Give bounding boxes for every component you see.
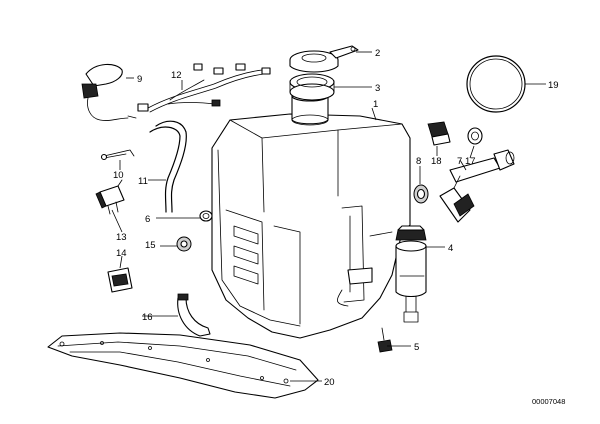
- callout-16: 16: [142, 312, 153, 323]
- callout-1: 1: [373, 99, 378, 110]
- holder-bracket: [177, 293, 211, 337]
- callout-8: 8: [416, 156, 421, 167]
- cable-clip: [100, 149, 135, 161]
- callout-20: 20: [324, 377, 335, 388]
- callout-6: 6: [145, 214, 150, 225]
- filler-sealing-ring: [289, 73, 335, 101]
- callout-11: 11: [138, 176, 148, 187]
- callout-5: 5: [414, 342, 419, 353]
- washer-hose: [149, 120, 187, 213]
- level-sensor: [439, 149, 515, 223]
- callout-3: 3: [375, 83, 380, 94]
- callout-9: 9: [137, 74, 142, 85]
- callout-19: 19: [548, 80, 559, 91]
- document-number: 00007048: [532, 397, 565, 406]
- callout-12: 12: [171, 70, 182, 81]
- hose-clamp: [199, 210, 213, 222]
- callout-15: 15: [145, 240, 156, 251]
- rubber-mount: [176, 236, 192, 252]
- callout-10: 10: [113, 170, 124, 181]
- callout-2: 2: [375, 48, 380, 59]
- washer-jet: [81, 63, 137, 121]
- plug-connector: [107, 267, 133, 293]
- large-o-ring: [466, 55, 526, 113]
- leader-lines: [111, 51, 546, 382]
- level-switch-clip: [377, 327, 393, 353]
- callout-7: 7: [457, 156, 462, 167]
- wiring-harness: [137, 63, 271, 113]
- underbody-panel: [47, 332, 319, 399]
- callout-17: 17: [465, 156, 476, 167]
- callout-13: 13: [116, 232, 127, 243]
- reservoir-filler-cap: [289, 45, 359, 73]
- washer-pump: [395, 225, 427, 323]
- callout-14: 14: [116, 248, 127, 259]
- callout-4: 4: [448, 243, 453, 254]
- tank-grommet: [413, 184, 429, 204]
- callout-18: 18: [431, 156, 442, 167]
- washer-fluid-reservoir: [211, 90, 411, 339]
- check-valve: [95, 179, 125, 215]
- callouts: 1 2 3 4 5 6 7 8 9 10 11 12 13 14 15 16 1…: [113, 48, 559, 388]
- pump-connector: [427, 121, 451, 146]
- rubber-seal: [467, 127, 483, 145]
